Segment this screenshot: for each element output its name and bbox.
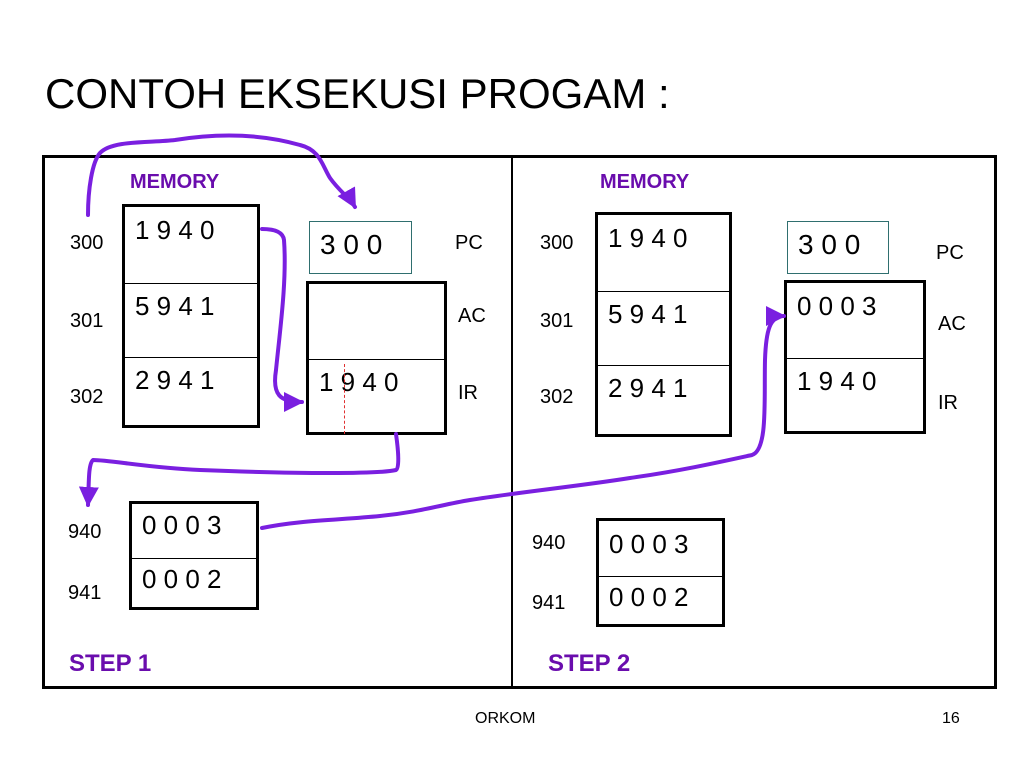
step2-memory-cell-302: 2 9 4 1 [608,373,688,403]
step1-pc-register: 3 0 0 [309,221,412,274]
step1-addr-300: 300 [70,232,104,254]
step1-data-block: 0 0 0 3 0 0 0 2 [129,501,259,610]
step1-memory-cell-300: 1 9 4 0 [135,215,215,245]
step2-pc-register: 3 0 0 [787,221,889,274]
step1-addr-941: 941 [68,582,102,604]
step2-register-block: 0 0 0 3 1 9 4 0 [784,280,926,434]
step2-addr-941: 941 [532,592,566,614]
step1-memory-label: MEMORY [130,171,220,193]
step2-addr-940: 940 [532,532,566,554]
step2-memory-cell-300: 1 9 4 0 [608,223,688,253]
ir-opcode-split-line [344,364,345,434]
step1-memory-block: 1 9 4 0 5 9 4 1 2 9 4 1 [122,204,260,428]
step2-pc-label: PC [936,242,964,264]
step1-data-cell-941: 0 0 0 2 [142,564,222,594]
step1-ir-register: 1 9 4 0 [319,367,399,397]
arrow-pc-fetch [86,133,357,217]
step1-memory-cell-301: 5 9 4 1 [135,291,215,321]
step1-addr-940: 940 [68,521,102,543]
arrow-data-to-ac [260,306,786,530]
step-divider [511,157,513,688]
step1-pc-label: PC [455,232,483,254]
step2-ir-label: IR [938,392,958,414]
step2-memory-label: MEMORY [600,171,690,193]
step2-addr-301: 301 [540,310,574,332]
step1-data-cell-940: 0 0 0 3 [142,510,222,540]
step2-ac-label: AC [938,313,966,335]
step1-ir-label: IR [458,382,478,404]
slide-title: CONTOH EKSEKUSI PROGAM : [45,70,670,117]
step1-memory-cell-302: 2 9 4 1 [135,365,215,395]
step2-ac-register: 0 0 0 3 [797,291,877,321]
step2-data-block: 0 0 0 3 0 0 0 2 [596,518,725,627]
arrow-memory-to-ir [260,227,304,412]
step1-ac-label: AC [458,305,486,327]
page-number: 16 [942,710,960,727]
step1-register-block: 1 9 4 0 [306,281,447,435]
step2-data-cell-941: 0 0 0 2 [609,582,689,612]
step2-data-cell-940: 0 0 0 3 [609,529,689,559]
footer-label: ORKOM [475,710,536,727]
step2-label: STEP 2 [548,650,631,677]
step2-memory-block: 1 9 4 0 5 9 4 1 2 9 4 1 [595,212,732,437]
step2-ir-register: 1 9 4 0 [797,366,877,396]
step2-addr-302: 302 [540,386,574,408]
step1-addr-301: 301 [70,310,104,332]
diagram-frame [42,155,997,689]
step2-memory-cell-301: 5 9 4 1 [608,299,688,329]
step1-addr-302: 302 [70,386,104,408]
step1-label: STEP 1 [69,650,152,677]
step2-addr-300: 300 [540,232,574,254]
arrow-ir-to-data [78,432,401,507]
